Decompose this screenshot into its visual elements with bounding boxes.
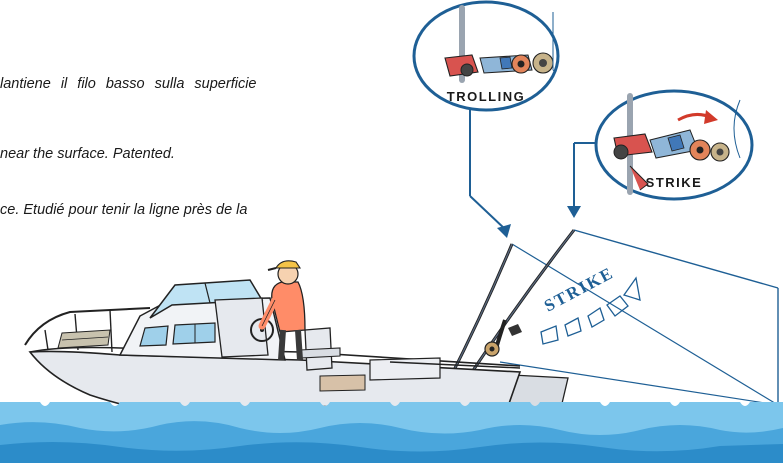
trolling-label: TROLLING — [447, 89, 525, 104]
water — [0, 402, 783, 463]
strike-motion-arrows — [540, 276, 641, 345]
arrow-head-icon — [622, 276, 641, 301]
strike-label: STRIKE — [646, 175, 703, 190]
callout-pointers — [469, 100, 614, 238]
trolling-callout: TROLLING — [412, 0, 560, 112]
cap-icon — [275, 260, 302, 269]
captain — [258, 260, 306, 361]
strike-callout: STRIKE — [594, 89, 754, 201]
fishing-lines — [499, 229, 779, 406]
description-italian: lantiene il filo basso sulla superficie — [0, 76, 257, 92]
description-french: ce. Etudié pour tenir la ligne près de l… — [0, 202, 248, 218]
description-english: near the surface. Patented. — [0, 146, 175, 162]
boat — [24, 279, 569, 443]
strike-action-label: STRIKE — [541, 263, 617, 316]
